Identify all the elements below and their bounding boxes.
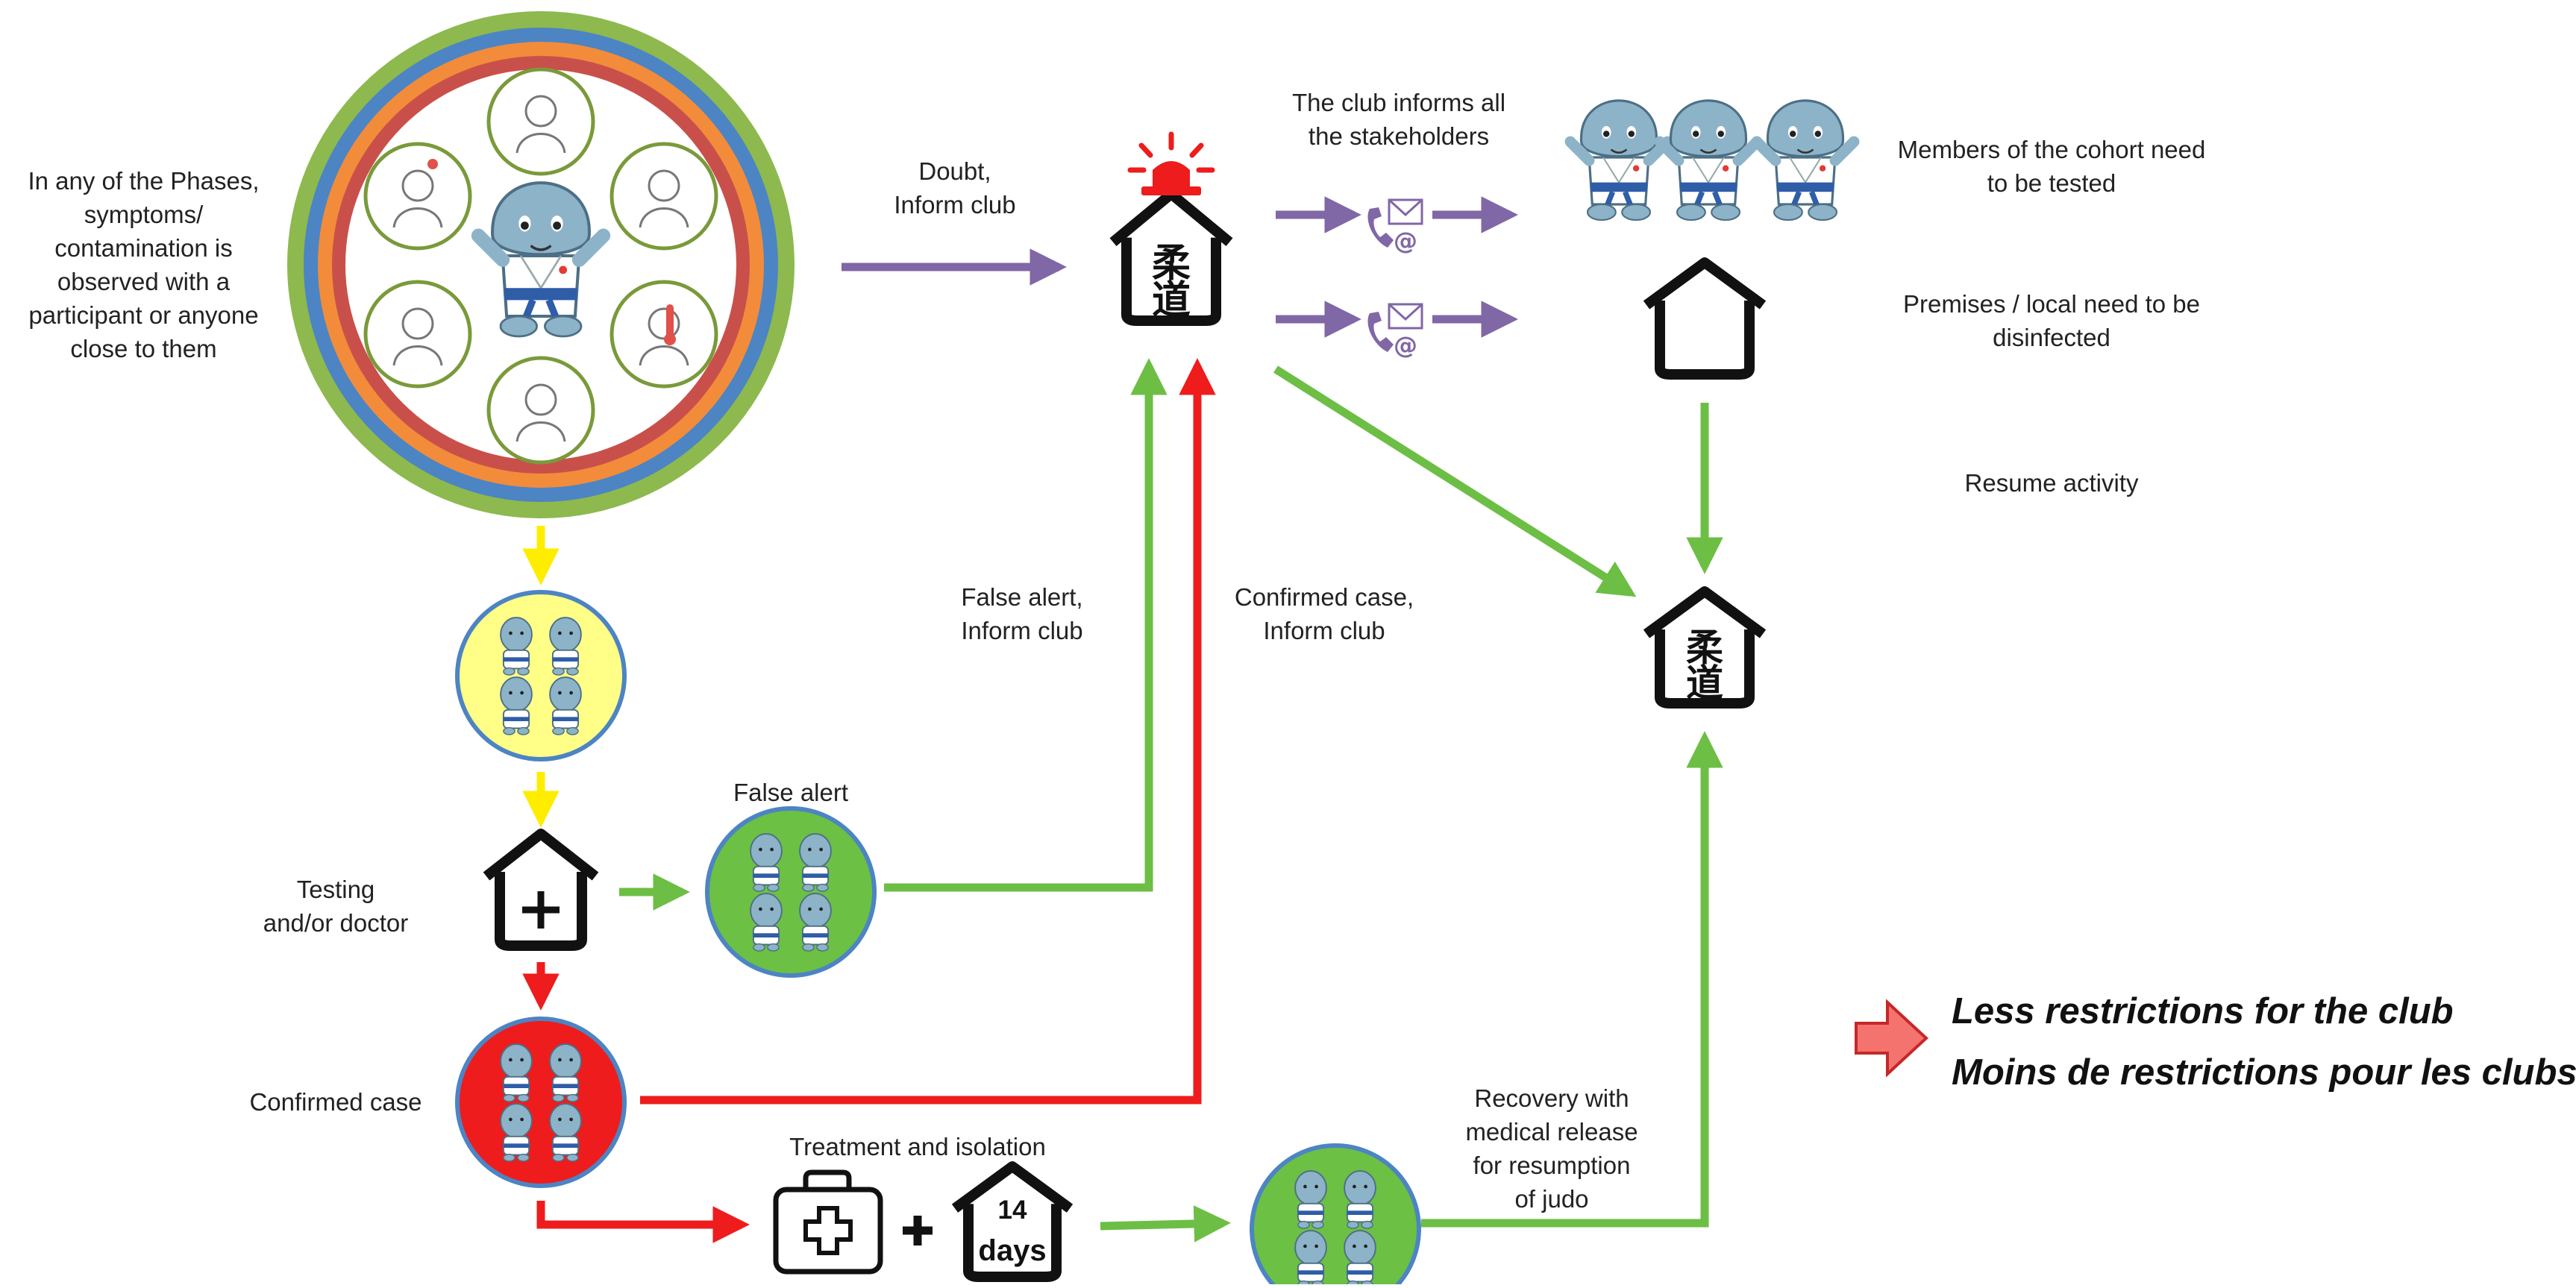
ache-dot (427, 159, 438, 169)
cohort-mascot-1 (1570, 101, 1667, 220)
kanji-do: 道 (1152, 277, 1191, 323)
confirmed-case-label: Confirmed case (249, 1088, 422, 1116)
cough-icon (486, 67, 595, 176)
legend-line-2: Moins de restrictions pour les clubs (1952, 1052, 2576, 1093)
confirmed-inform-label: Confirmed case, Inform club (1234, 583, 1414, 644)
mascot-2 (549, 1043, 582, 1103)
phone-icon-and-email-icon-2 (1366, 303, 1423, 361)
lungs-icon (363, 280, 472, 389)
resume-dojo-house-icon: 柔道 (1643, 586, 1767, 709)
virus-icon (486, 356, 595, 465)
mascot-1 (500, 1043, 533, 1103)
premises-label: Premises / local need to be disinfected (1902, 290, 2201, 351)
false-alert-label: False alert (733, 779, 849, 806)
kanji-do: 道 (1686, 661, 1723, 705)
phases-label: In any of the Phases, symptoms/ contamin… (28, 167, 260, 362)
dojo-house-icon: 柔道 (1109, 189, 1233, 326)
legend-arrow-icon (1855, 999, 1928, 1078)
false-alert-inform-label: False alert, Inform club (961, 583, 1083, 644)
mascot-2 (799, 833, 832, 893)
kanji-ju: 柔 (1686, 626, 1723, 670)
cohort-mascot-3 (1757, 101, 1854, 220)
recovery-label: Recovery with medical release for resump… (1465, 1084, 1638, 1213)
phone-icon-and-email-icon-1 (1366, 198, 1423, 257)
cross-icon (522, 891, 560, 929)
mascot-3 (500, 1103, 533, 1163)
mascot-1 (500, 617, 533, 676)
mascot-1 (750, 833, 783, 893)
plus-sign (903, 1216, 933, 1245)
mascot-2 (1344, 1170, 1376, 1230)
arrow-treatment-to-recovery (1100, 1205, 1231, 1243)
mascot-3 (750, 893, 783, 952)
treatment-label: Treatment and isolation (789, 1133, 1046, 1160)
arrow-club-to-resume (1273, 365, 1637, 597)
mascot-4 (549, 676, 582, 735)
group-confirmed (455, 1017, 627, 1188)
kanji-ju: 柔 (1152, 240, 1191, 286)
premises-house-icon (1643, 257, 1767, 380)
siren-icon (1127, 131, 1215, 195)
mascot-4 (1344, 1230, 1376, 1288)
legend-line-1: Less restrictions for the club (1952, 991, 2454, 1031)
mascot-2 (549, 617, 582, 676)
mascot-3 (500, 676, 533, 735)
group-false-alert (705, 806, 877, 978)
sore-throat-icon (609, 142, 718, 251)
medical-bag-icon (773, 1169, 883, 1275)
club-informs-label: The club informs all the stakeholders (1291, 89, 1506, 150)
days-number: 14 (998, 1196, 1027, 1225)
mascot-4 (549, 1103, 582, 1163)
mascot-1 (1294, 1170, 1327, 1230)
resume-label: Resume activity (1964, 469, 2139, 497)
fever-icon (609, 280, 718, 389)
mascot-4 (799, 893, 832, 952)
isolation-house-icon: 14 days (951, 1161, 1074, 1282)
cohort-mascot-2 (1660, 101, 1757, 220)
thermometer-bar (666, 304, 674, 339)
arrow-false-alert-to-club (884, 358, 1168, 892)
mascot-3 (1294, 1230, 1327, 1288)
ache-icon (363, 142, 472, 251)
arrow-confirmed-to-treatment (536, 1201, 750, 1243)
clinic-house-icon (483, 829, 599, 951)
arrow-confirmed-to-club (640, 358, 1216, 1105)
days-word: days (978, 1234, 1046, 1267)
arrow-recovery-to-resume (1421, 731, 1723, 1228)
doubt-label: Doubt, Inform club (894, 157, 1016, 219)
testing-label: Testing and/or doctor (263, 876, 409, 937)
group-recovered (1250, 1143, 1421, 1288)
cohort-label: Members of the cohort need to be tested (1897, 136, 2206, 197)
group-symptomatic (455, 590, 627, 761)
